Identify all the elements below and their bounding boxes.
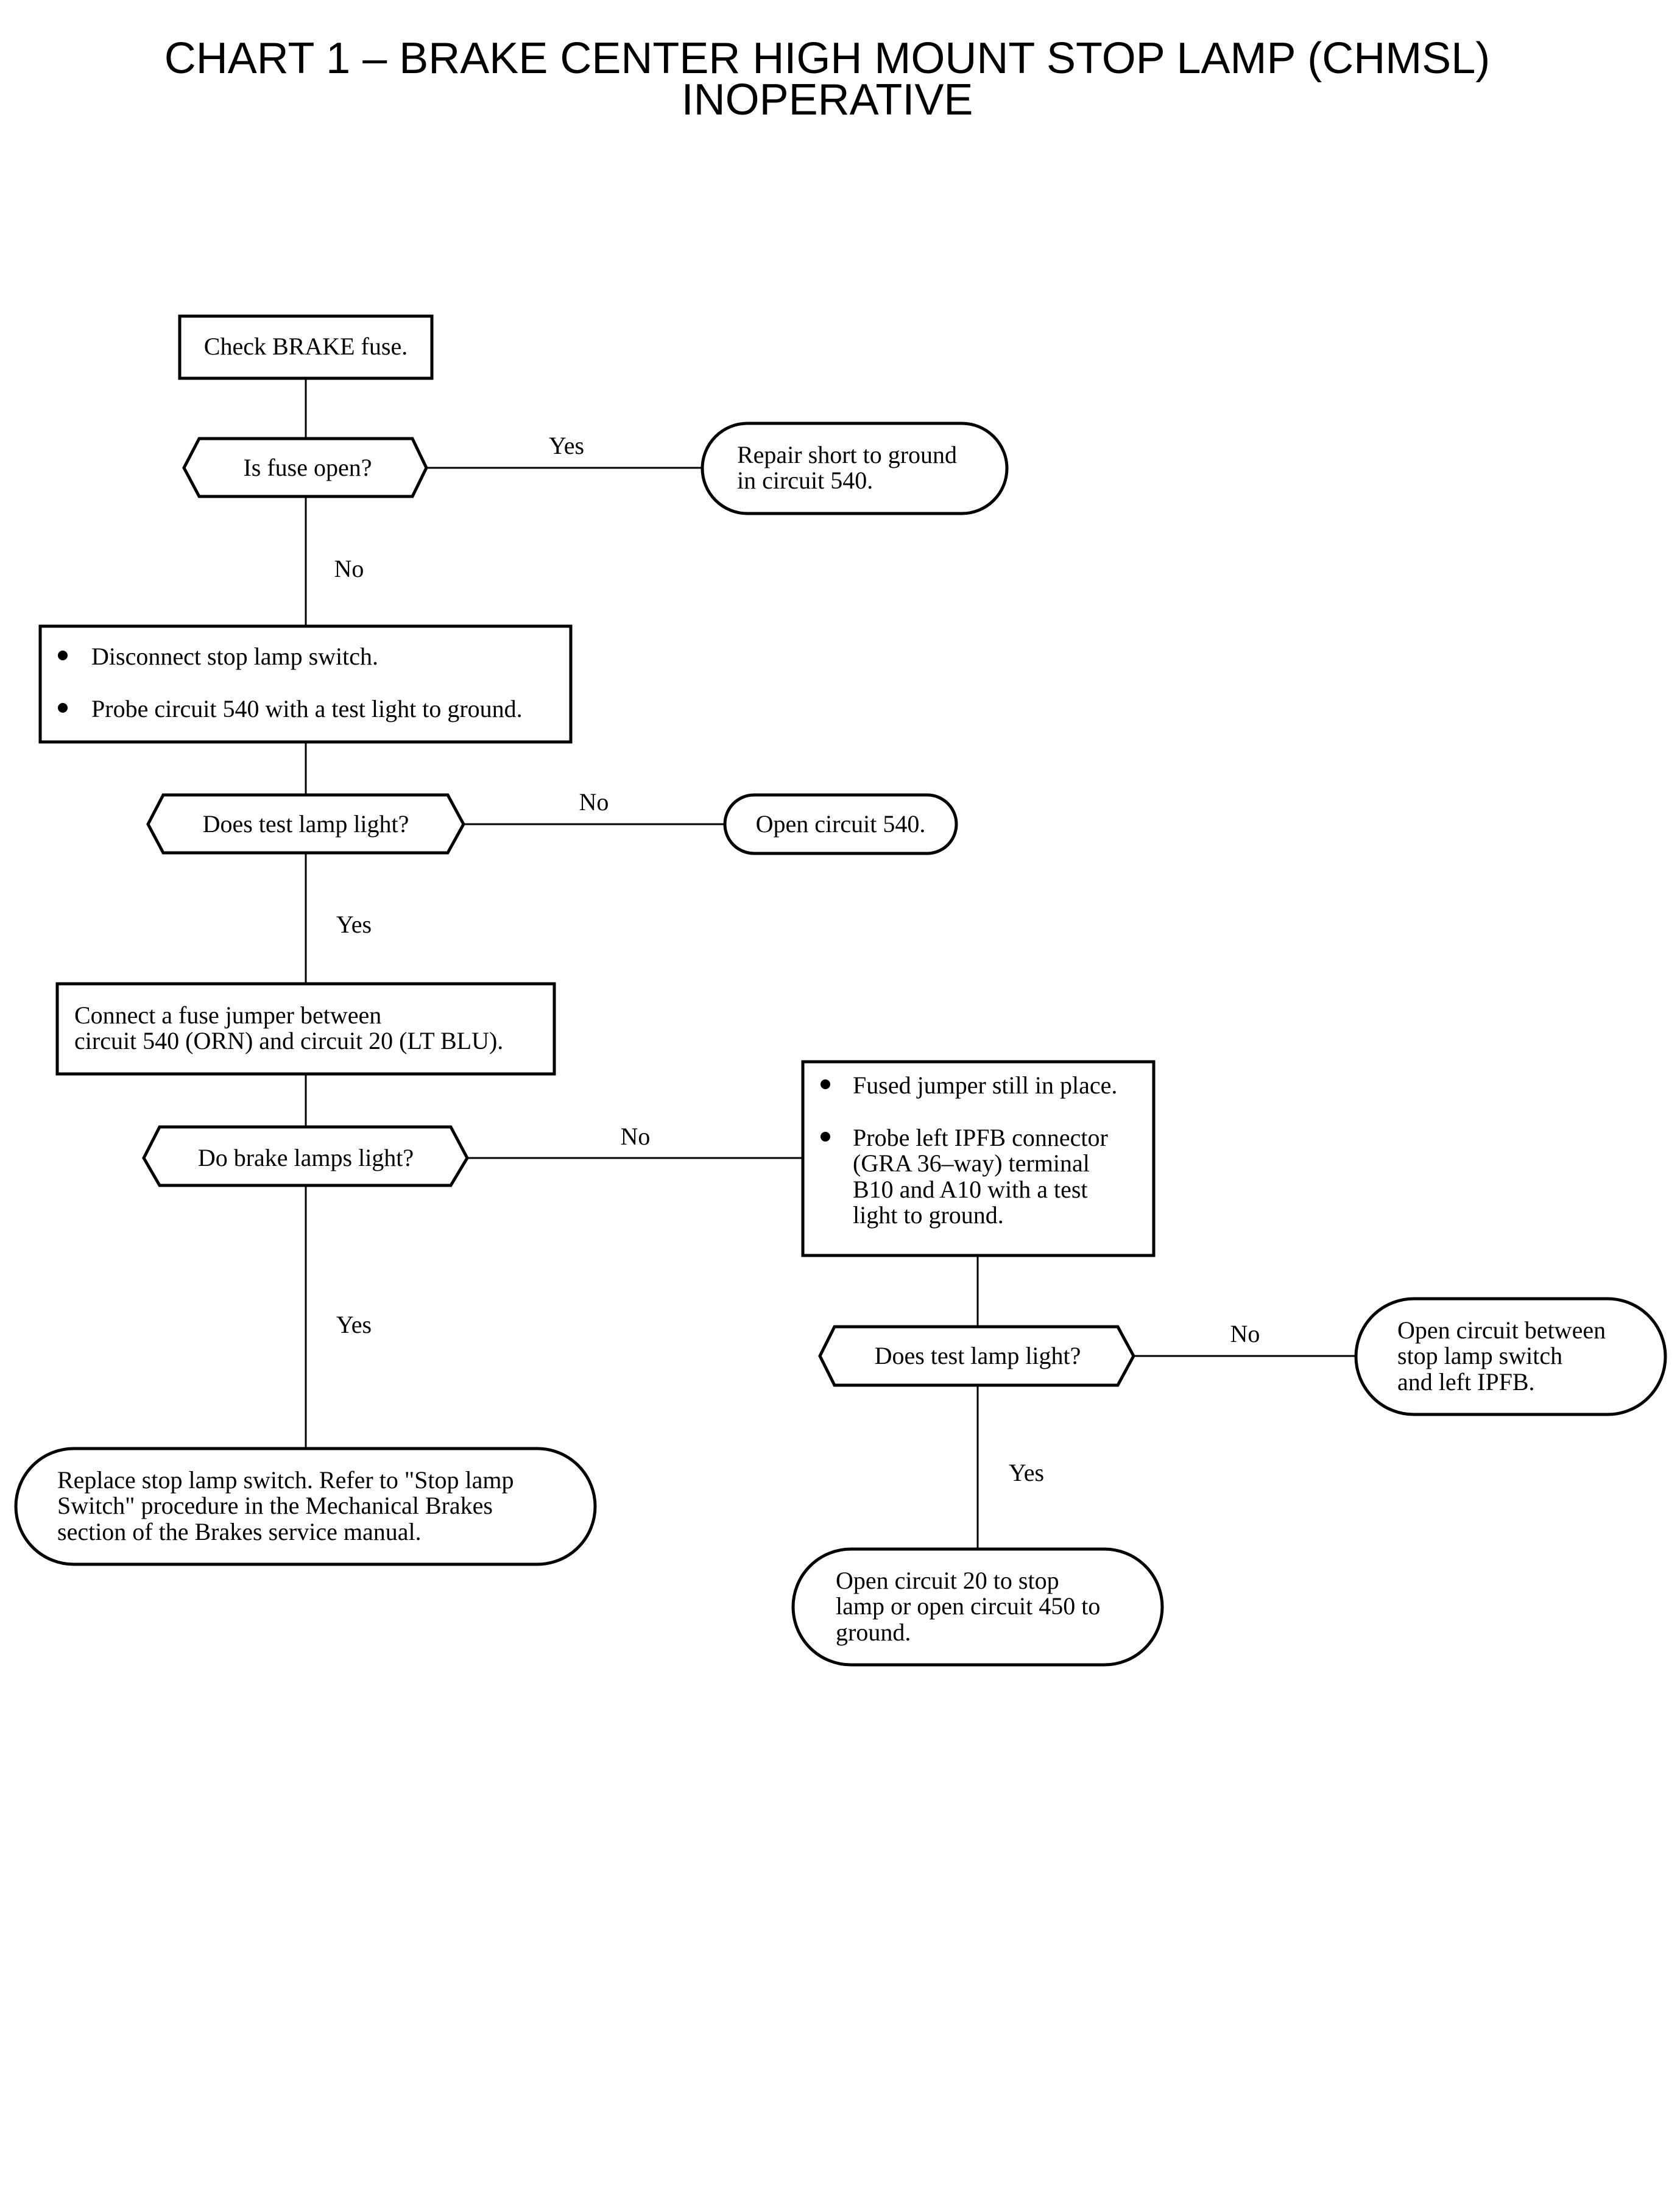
edge-label-brake-no: No	[621, 1123, 651, 1150]
action-box-check-fuse	[178, 314, 434, 380]
connect-jumper-line-1: Connect a fuse jumper between	[74, 1001, 381, 1029]
action-box-connect-jumper	[55, 982, 556, 1076]
edge-label-lamp1-no: No	[579, 788, 609, 816]
decision-brake-lamps	[142, 1125, 469, 1187]
edge-label-brake-yes: Yes	[336, 1311, 372, 1338]
open-20-line-3: ground.	[836, 1619, 911, 1646]
repair-short-line-1: Repair short to ground	[737, 441, 957, 468]
action-box-disconnect-switch	[38, 624, 573, 744]
probe-bullet-2-line-1: Probe left IPFB connector	[853, 1124, 1108, 1151]
terminal-repair-short	[701, 422, 1009, 515]
open-540-text: Open circuit 540.	[756, 810, 926, 838]
action-box-probe-ipfb	[801, 1060, 1156, 1257]
probe-bullet-2-line-4: light to ground.	[853, 1201, 1004, 1229]
replace-switch-line-3: section of the Brakes service manual.	[57, 1518, 422, 1545]
open-between-line-3: and left IPFB.	[1397, 1368, 1535, 1396]
is-fuse-open-text: Is fuse open?	[243, 454, 372, 481]
open-between-line-2: stop lamp switch	[1397, 1342, 1562, 1369]
decision-test-lamp-2	[818, 1325, 1135, 1387]
edge-label-fuse-no: No	[334, 555, 364, 582]
open-between-line-1: Open circuit between	[1397, 1316, 1606, 1344]
edge-label-lamp2-no: No	[1230, 1320, 1260, 1347]
edge-label-fuse-yes: Yes	[549, 432, 584, 459]
decision-test-lamp-1	[146, 793, 465, 855]
bullet-icon	[58, 703, 68, 713]
bullet-icon	[821, 1132, 830, 1142]
terminal-replace-switch	[14, 1447, 597, 1566]
connect-jumper-line-2: circuit 540 (ORN) and circuit 20 (LT BLU…	[74, 1027, 503, 1054]
open-20-line-2: lamp or open circuit 450 to	[836, 1592, 1100, 1620]
replace-switch-line-1: Replace stop lamp switch. Refer to "Stop…	[57, 1466, 514, 1494]
bullet-icon	[58, 651, 68, 660]
terminal-open-540	[723, 793, 958, 855]
decision-is-fuse-open	[182, 437, 428, 498]
chart-title-line-1: CHART 1 – BRAKE CENTER HIGH MOUNT STOP L…	[164, 34, 1490, 83]
terminal-open-between	[1354, 1297, 1667, 1416]
probe-bullet-2-line-3: B10 and A10 with a test	[853, 1176, 1088, 1203]
probe-bullet-1: Fused jumper still in place.	[853, 1071, 1117, 1099]
brake-lamps-text: Do brake lamps light?	[198, 1144, 414, 1171]
terminal-open-20	[791, 1547, 1164, 1667]
chart-title-line-2: INOPERATIVE	[682, 76, 973, 124]
disconnect-bullet-2: Probe circuit 540 with a test light to g…	[91, 695, 523, 722]
edge-label-lamp2-yes: Yes	[1009, 1459, 1044, 1486]
probe-bullet-2-line-2: (GRA 36–way) terminal	[853, 1149, 1090, 1177]
edge-label-lamp1-yes: Yes	[336, 911, 372, 938]
bullet-icon	[821, 1079, 830, 1089]
test-lamp-2-text: Does test lamp light?	[875, 1342, 1081, 1369]
check-fuse-text: Check BRAKE fuse.	[204, 333, 408, 360]
repair-short-line-2: in circuit 540.	[737, 467, 873, 494]
disconnect-bullet-1: Disconnect stop lamp switch.	[91, 643, 378, 670]
test-lamp-1-text: Does test lamp light?	[203, 810, 409, 838]
replace-switch-line-2: Switch" procedure in the Mechanical Brak…	[57, 1492, 493, 1519]
open-20-line-1: Open circuit 20 to stop	[836, 1567, 1059, 1594]
